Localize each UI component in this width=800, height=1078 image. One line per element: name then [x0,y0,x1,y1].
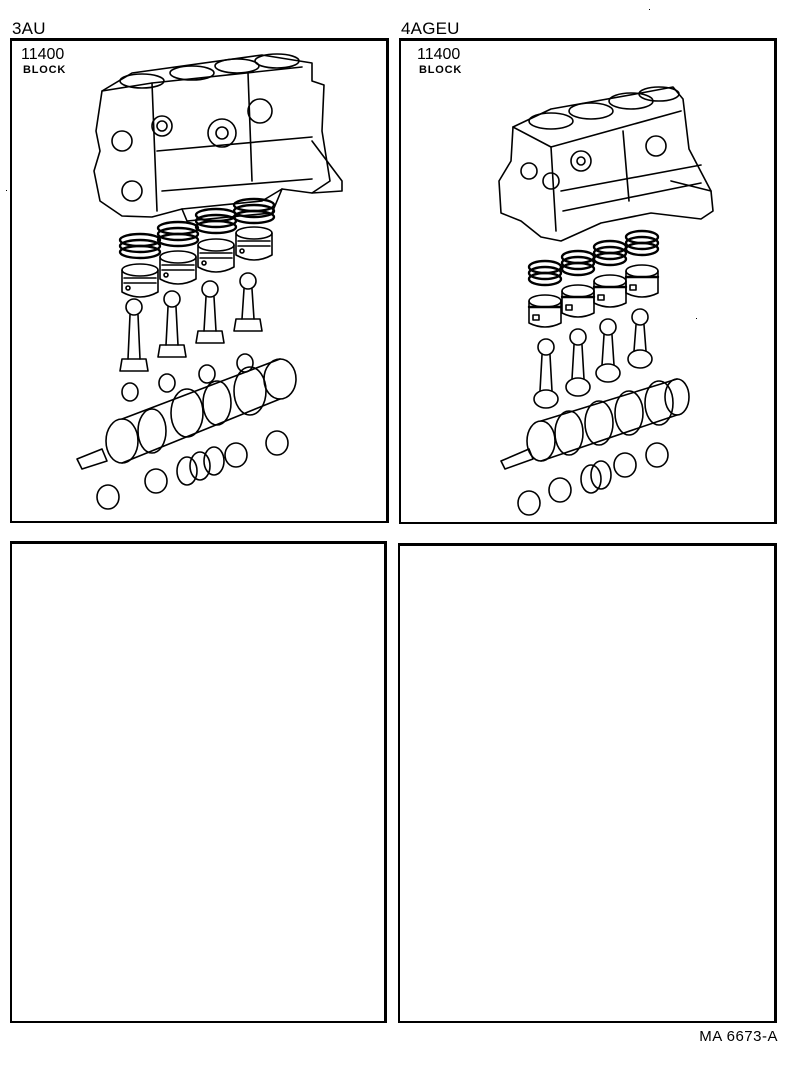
piston-rings-icon [527,229,660,287]
pistons-icon [121,226,273,298]
part-name: BLOCK [419,64,463,76]
part-number: 11400 [21,46,65,63]
panel-4ageu-block: 11400 BLOCK [399,38,777,524]
connecting-rods-icon [533,308,653,409]
scan-speck [649,9,650,10]
engine-block-exploded-illustration-3au [76,53,343,510]
main-bearings-icon [96,430,289,510]
reference-code: MA 6673-A [699,1028,778,1045]
part-name: BLOCK [23,64,67,76]
crankshaft-icon [76,358,297,470]
engine-label-4ageu: 4AGEU [401,19,460,38]
panel-empty-bottom-right [398,543,777,1023]
part-number: 11400 [417,46,461,63]
crankshaft-icon [500,378,690,470]
piston-rings-icon [118,197,276,260]
main-bearings-icon [517,442,669,516]
cylinder-block-icon [93,53,343,222]
scan-speck [696,318,697,319]
scan-speck [6,190,7,191]
panel-3au-block: 11400 BLOCK [10,38,389,523]
engine-label-3au: 3AU [12,19,46,38]
cylinder-block-icon [498,86,714,242]
connecting-rods-icon [119,272,263,372]
pistons-icon [527,264,660,328]
engine-block-exploded-illustration-4ageu [498,86,714,516]
panel-empty-bottom-left [10,541,387,1023]
